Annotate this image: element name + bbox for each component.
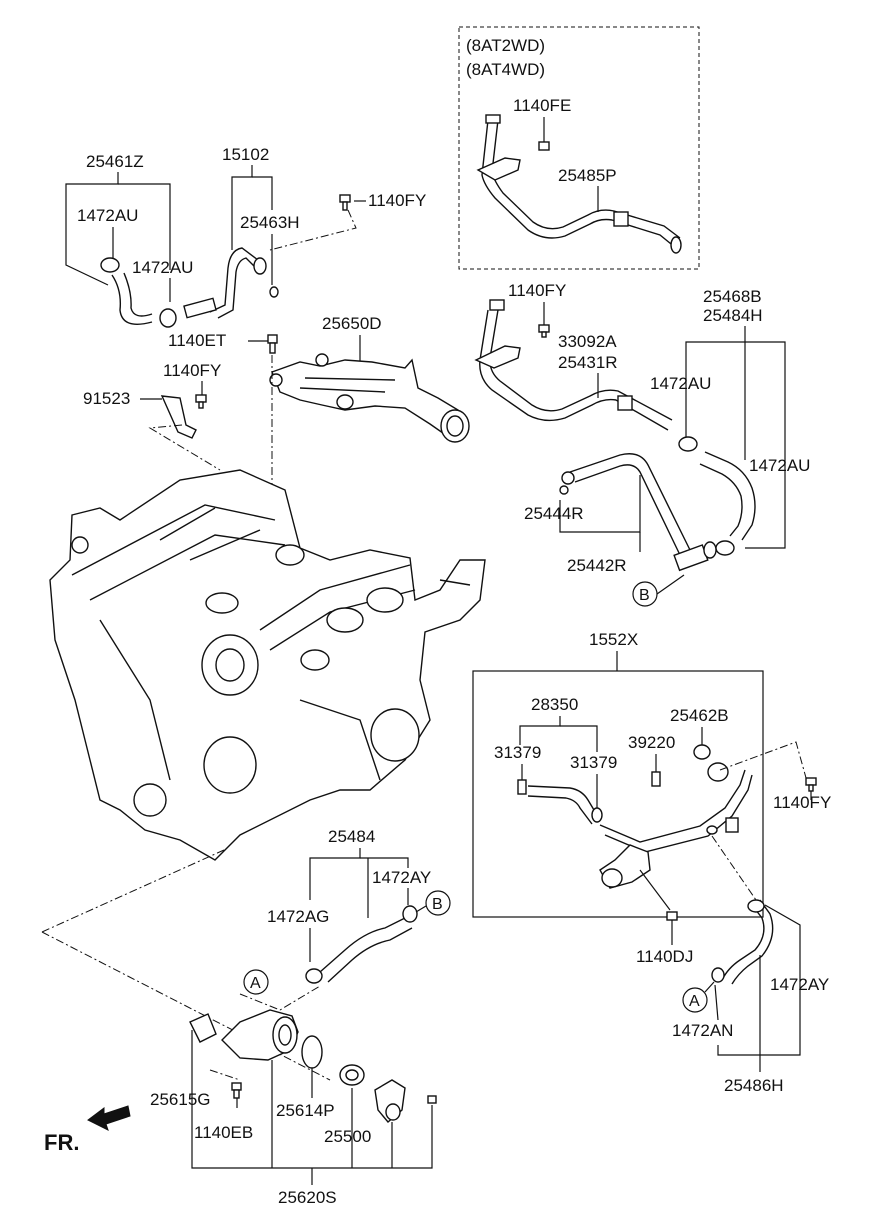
bolt-thermostat bbox=[427, 1095, 437, 1104]
pipe-assembly-box bbox=[472, 670, 764, 918]
variant-2wd-label: (8AT2WD) bbox=[466, 36, 545, 55]
label-1472AY-b: 1472AY bbox=[770, 975, 829, 994]
label-1472AU-a: 1472AU bbox=[77, 206, 138, 225]
label-25620S: 25620S bbox=[278, 1188, 337, 1207]
label-25484: 25484 bbox=[328, 827, 375, 846]
bolt-1140FY-a bbox=[339, 194, 351, 211]
label-31379-b: 31379 bbox=[570, 753, 617, 772]
ref-B-lower-label: B bbox=[432, 896, 443, 913]
label-1472AN: 1472AN bbox=[672, 1021, 733, 1040]
label-1472AY-a: 1472AY bbox=[372, 868, 431, 887]
ref-callout-A-lower bbox=[243, 969, 269, 995]
label-25468B: 25468B bbox=[703, 287, 762, 306]
bolt-1140ET bbox=[267, 334, 278, 354]
variant-box bbox=[458, 26, 700, 270]
hose-25486H bbox=[711, 899, 774, 985]
label-1472AU-d: 1472AU bbox=[749, 456, 810, 475]
coolant-manifold-25650D bbox=[269, 353, 470, 443]
label-25650D: 25650D bbox=[322, 314, 382, 333]
label-1140DJ: 1140DJ bbox=[636, 947, 693, 966]
bolt-1140DJ bbox=[666, 911, 678, 921]
pipe-25442R bbox=[559, 453, 717, 572]
label-91523: 91523 bbox=[83, 389, 130, 408]
ref-callout-B-upper bbox=[632, 581, 658, 607]
thermostat-25500 bbox=[339, 1064, 365, 1086]
ref-A-lower-label: A bbox=[250, 975, 261, 992]
label-1140FY-b: 1140FY bbox=[163, 361, 221, 380]
label-25463H: 25463H bbox=[240, 213, 300, 232]
label-1472AU-c: 1472AU bbox=[650, 374, 711, 393]
label-1552X: 1552X bbox=[589, 630, 638, 649]
bolt-1140FY-c bbox=[538, 324, 550, 338]
label-25500: 25500 bbox=[324, 1127, 371, 1146]
label-1140EB: 1140EB bbox=[194, 1123, 253, 1142]
label-25442R: 25442R bbox=[567, 556, 627, 575]
variant-4wd-label: (8AT4WD) bbox=[466, 60, 545, 79]
bolt-1140FY-d bbox=[805, 777, 817, 792]
label-25485P: 25485P bbox=[558, 166, 617, 185]
label-25615G: 25615G bbox=[150, 1090, 211, 1109]
thermostat-housing-25620S bbox=[189, 1009, 323, 1069]
hose-25484H bbox=[678, 436, 756, 556]
label-1140FY-c: 1140FY bbox=[508, 281, 566, 300]
ref-callout-B-lower bbox=[425, 890, 451, 916]
label-25444R: 25444R bbox=[524, 504, 584, 523]
label-15102: 15102 bbox=[222, 145, 269, 164]
bolt-1140FY-b bbox=[195, 394, 207, 409]
hose-25461Z bbox=[100, 257, 177, 328]
label-25462B: 25462B bbox=[670, 706, 729, 725]
hose-25484 bbox=[305, 905, 418, 984]
front-label: FR. bbox=[44, 1130, 79, 1155]
engine-block bbox=[49, 469, 486, 861]
label-28350: 28350 bbox=[531, 695, 578, 714]
pipe-25431R bbox=[474, 299, 673, 431]
label-1472AG: 1472AG bbox=[267, 907, 329, 926]
label-1140ET: 1140ET bbox=[168, 331, 226, 350]
ref-callout-A-right bbox=[682, 987, 708, 1013]
label-1140FE: 1140FE bbox=[513, 96, 571, 115]
label-25614P: 25614P bbox=[276, 1101, 335, 1120]
label-25461Z: 25461Z bbox=[86, 152, 144, 171]
label-39220: 39220 bbox=[628, 733, 675, 752]
label-1140FY-d: 1140FY bbox=[773, 793, 831, 812]
ref-B-upper-label: B bbox=[639, 587, 650, 604]
label-25431R: 25431R bbox=[558, 353, 618, 372]
thermostat-cover bbox=[374, 1079, 406, 1123]
label-33092A: 33092A bbox=[558, 332, 617, 351]
label-1140FY-a: 1140FY bbox=[368, 191, 426, 210]
label-1472AU-b: 1472AU bbox=[132, 258, 193, 277]
label-25484H: 25484H bbox=[703, 306, 763, 325]
bracket-91523 bbox=[160, 395, 197, 439]
hose-15102 bbox=[183, 247, 279, 319]
bolt-1140EB bbox=[231, 1082, 242, 1099]
label-31379-a: 31379 bbox=[494, 743, 541, 762]
pipe-1552X bbox=[517, 744, 753, 889]
front-arrow-icon bbox=[87, 1105, 131, 1131]
ref-A-right-label: A bbox=[689, 993, 700, 1010]
pipe-25485P bbox=[476, 114, 682, 254]
label-25486H: 25486H bbox=[724, 1076, 784, 1095]
